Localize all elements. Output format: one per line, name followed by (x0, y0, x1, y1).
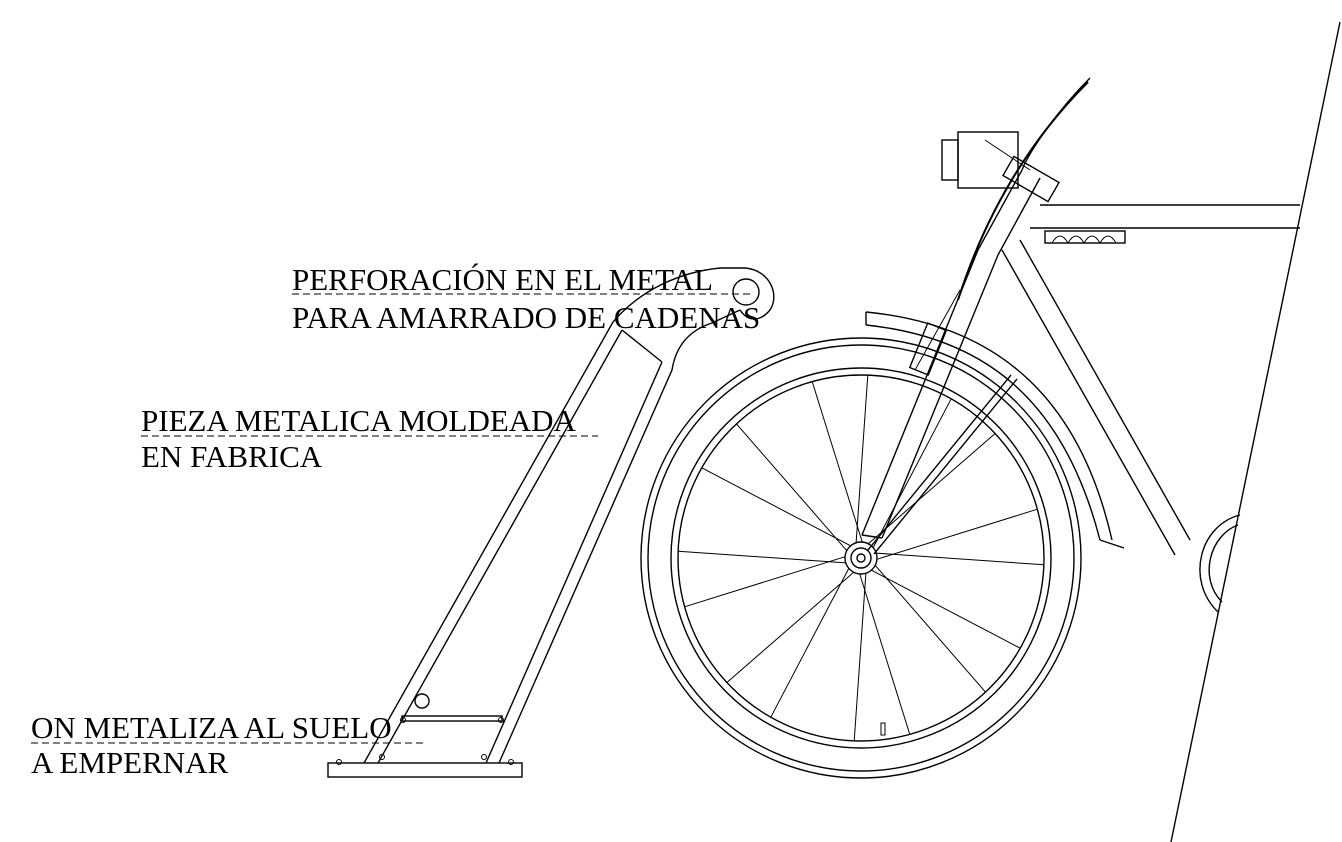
head-tube-right (997, 177, 1041, 256)
label-chain-hole-line1: PERFORACIÓN EN EL METAL (292, 262, 713, 297)
label-chain-hole: PERFORACIÓN EN EL METAL PARA AMARRADO DE… (292, 262, 760, 335)
rack-base-bolt (336, 759, 342, 765)
drawing-break-line (1170, 21, 1341, 842)
rack-bolt (379, 754, 385, 760)
axle (856, 553, 866, 563)
front-fork (861, 249, 999, 539)
label-chain-hole-line2: PARA AMARRADO DE CADENAS (292, 300, 760, 335)
label-floor-plate: ON METALIZA AL SUELO A EMPERNAR (31, 710, 424, 780)
wheel-spoke (874, 564, 986, 693)
wheel-spoke (678, 550, 846, 564)
lamp-bracket (984, 139, 1031, 171)
rack-chain-hole (732, 278, 760, 306)
label-floor-plate-line2: A EMPERNAR (31, 745, 229, 780)
top-tube-lock-links (1051, 235, 1117, 245)
wheel-spoke (859, 573, 911, 735)
wheel-spoke (876, 552, 1044, 566)
wheel-spoke (855, 375, 869, 543)
head-tube-left (977, 169, 1023, 251)
front-fender (865, 311, 1125, 555)
fender-tip (1099, 539, 1125, 549)
headset (1002, 155, 1060, 203)
wheel-spoke (684, 556, 846, 608)
headlamp (941, 131, 1031, 189)
rack-front-bar-inner (377, 329, 623, 764)
down-tube (1001, 239, 1191, 556)
head-tube (977, 155, 1060, 256)
rack-bolt (498, 717, 504, 723)
wheel-spoke (871, 569, 1021, 649)
rack-top-loop (612, 267, 775, 323)
rim-inner (677, 374, 1045, 742)
wheel-spokes (678, 375, 1044, 741)
lamp-lens (941, 139, 959, 181)
wheel-spoke (736, 423, 848, 552)
rack-base-plate (327, 762, 523, 778)
wheel-spoke (872, 398, 952, 548)
top-tube-lock (1044, 230, 1126, 244)
wheel-spoke (876, 508, 1038, 560)
fork-blade-b (881, 254, 999, 539)
fender-stay-a (873, 378, 1018, 555)
rack-rear-bar-inner (485, 361, 663, 764)
fender-outer (865, 311, 1113, 541)
label-molded-piece-line2: EN FABRICA (141, 439, 323, 474)
rack-panel-top (621, 329, 663, 363)
rack-base-bolt (508, 759, 514, 765)
label-floor-plate-line1: ON METALIZA AL SUELO (31, 710, 392, 745)
rack-bolt (481, 754, 487, 760)
down-tube-upper (1019, 239, 1191, 541)
wheel-spoke (770, 568, 850, 718)
label-molded-piece: PIEZA METALICA MOLDEADA EN FABRICA (141, 403, 598, 474)
front-wheel (640, 337, 1082, 779)
fork-crown (861, 534, 883, 539)
wheel-spoke (701, 467, 851, 547)
down-tube-lower (1001, 249, 1176, 556)
wheel-spoke (811, 381, 863, 543)
label-molded-piece-line1: PIEZA METALICA MOLDEADA (141, 403, 577, 438)
tire-outer (640, 337, 1082, 779)
top-tube (1030, 204, 1300, 245)
bike-rack (327, 267, 775, 778)
rack-front-bar-outer (363, 321, 614, 764)
wheel-spoke (726, 571, 855, 683)
rack-bolt (400, 717, 406, 723)
fender-stay-b (867, 374, 1012, 551)
valve-stem (880, 722, 886, 736)
handlebar (957, 81, 1089, 301)
chainring-outer (1199, 514, 1241, 613)
fork-brake-block (908, 322, 948, 376)
hub-inner (850, 547, 872, 569)
bicycle (640, 77, 1300, 779)
chainring-inner (1208, 524, 1239, 603)
wheel-spoke (853, 573, 867, 741)
hub-outer (844, 541, 878, 575)
tire-mid (647, 344, 1075, 772)
rack-rear-bar-outer (498, 309, 741, 764)
rim-outer (670, 367, 1052, 749)
rack-small-hole (414, 693, 430, 709)
wheel-spoke (867, 433, 996, 545)
rack-lower-crossbar (401, 715, 503, 722)
brake-cable-guide (914, 289, 961, 371)
fender-inner (865, 324, 1101, 541)
handlebar-grip (1021, 77, 1091, 171)
